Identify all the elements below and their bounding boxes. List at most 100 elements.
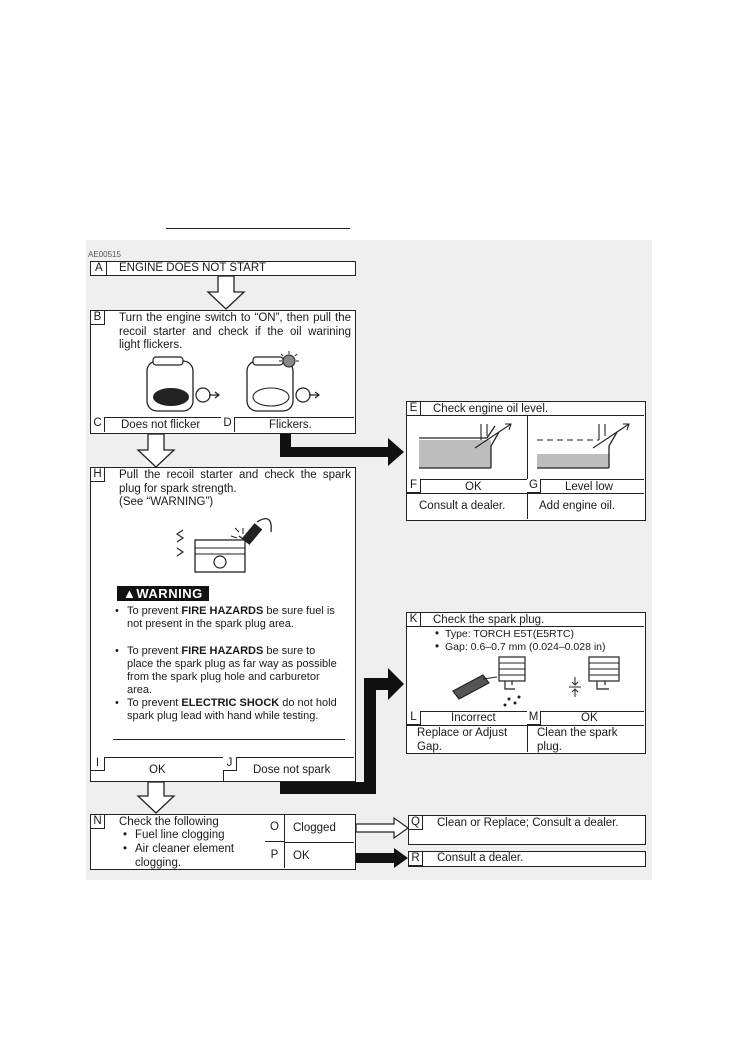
box-m-letter: M: [527, 711, 541, 725]
warning-badge: ▲WARNING: [117, 586, 209, 601]
box-o-letter: O: [265, 815, 285, 842]
divider: [407, 479, 644, 480]
box-e-text: Check engine oil level.: [433, 403, 549, 415]
warning-1-post: be sure fuel is not present in the spark…: [127, 605, 335, 630]
warning-3-pre: To prevent: [127, 697, 182, 709]
box-k-item-type: Type: TORCH E5T(E5RTC): [445, 628, 574, 640]
box-r-consult-dealer: R Consult a dealer.: [408, 851, 646, 867]
box-h-see-warning: (See “WARNING”): [119, 496, 214, 508]
divider: [407, 711, 644, 712]
box-d-letter: D: [221, 417, 235, 432]
box-n-item-fuel: Fuel line clogging: [135, 829, 225, 841]
box-h-letter: H: [91, 468, 105, 482]
box-i-letter: I: [91, 757, 105, 771]
box-f-ok: OK: [465, 481, 482, 493]
box-g-letter: G: [527, 479, 541, 493]
bullet-icon: •: [115, 605, 119, 617]
spark-plug-test-illustration: [176, 518, 272, 573]
warning-3-bold: ELECTRIC SHOCK: [181, 697, 280, 709]
warning-3-post: do not hold spark plug lead with hand wh…: [127, 697, 337, 722]
bullet-icon: •: [115, 697, 119, 709]
box-r-text: Consult a dealer.: [437, 852, 524, 864]
bullet-icon: •: [435, 628, 440, 640]
bullet-icon: •: [123, 843, 128, 855]
divider: [113, 739, 345, 740]
box-b-text: Turn the engine switch to “ON”, then pul…: [119, 312, 351, 351]
warning-item-3: • To prevent ELECTRIC SHOCK do not hold …: [115, 697, 342, 723]
box-g-action: Add engine oil.: [539, 500, 616, 512]
bullet-icon: •: [435, 641, 440, 653]
warning-2-post: be sure to place the spark plug as far w…: [127, 645, 337, 696]
divider: [106, 262, 107, 275]
figure-code: AE00515: [88, 250, 121, 259]
hollow-arrow-a-b: [206, 275, 246, 310]
divider: [407, 493, 644, 494]
box-a-text: ENGINE DOES NOT START: [119, 262, 266, 274]
box-q-clean-replace: Q Clean or Replace; Consult a dealer.: [408, 815, 646, 845]
engine-flickers-illustration: [246, 351, 320, 412]
box-n-check-following: N Check the following • Fuel line cloggi…: [90, 814, 356, 870]
box-n-text: Check the following: [119, 816, 219, 828]
box-b-letter: B: [91, 311, 105, 325]
warning-item-2: • To prevent FIRE HAZARDS be sure to pla…: [115, 645, 342, 697]
spark-plug-gap-illustration: [569, 656, 620, 697]
box-c-does-not-flicker: Does not flicker: [121, 419, 201, 431]
box-q-text: Clean or Replace; Consult a dealer.: [437, 817, 619, 829]
box-m-ok: OK: [581, 712, 598, 724]
oil-low-illustration: [537, 423, 630, 469]
box-h-text: Pull the recoil starter and check the sp…: [119, 469, 351, 495]
bullet-icon: •: [123, 829, 128, 841]
warning-2-bold: FIRE HAZARDS: [181, 645, 264, 657]
box-k-check-spark-plug: K Check the spark plug. Type: TORCH E5T(…: [406, 612, 646, 754]
box-l-incorrect: Incorrect: [451, 712, 496, 724]
box-k-text: Check the spark plug.: [433, 614, 545, 626]
warning-1-bold: FIRE HAZARDS: [181, 605, 264, 617]
divider: [265, 842, 354, 843]
divider: [527, 415, 528, 519]
box-h-spark-check: H Pull the recoil starter and check the …: [90, 467, 356, 782]
box-g-level-low: Level low: [565, 481, 613, 493]
box-d-flickers: Flickers.: [269, 419, 312, 431]
oil-ok-illustration: [419, 423, 512, 469]
black-arrow-d-e: [280, 434, 404, 466]
title-underline: [166, 228, 350, 229]
box-a-letter: A: [95, 262, 103, 274]
box-k-item-gap: Gap: 0.6–0.7 mm (0.024–0.028 in): [445, 641, 606, 653]
box-j-letter: J: [223, 757, 237, 771]
box-o-clogged: Clogged: [293, 822, 336, 834]
hollow-arrow-o-q: [355, 816, 410, 840]
box-n-item-air: Air cleaner element clogging.: [135, 843, 235, 869]
spark-plug-cleaning-illustration: [452, 656, 526, 707]
hollow-arrow-i-n: [136, 781, 176, 814]
box-i-ok: OK: [149, 764, 166, 776]
box-e-check-oil: E Check engine oil level. F OK G Level l…: [406, 401, 646, 521]
divider: [407, 415, 644, 416]
box-q-letter: Q: [409, 816, 423, 830]
box-n-letter: N: [91, 815, 105, 829]
box-m-action: Clean the spark plug.: [537, 727, 618, 753]
box-e-letter: E: [407, 402, 421, 416]
box-r-letter: R: [409, 852, 423, 866]
engine-no-flicker-illustration: [146, 356, 220, 412]
divider: [527, 711, 528, 752]
warning-2-pre: To prevent: [127, 645, 182, 657]
warning-item-1: • To prevent FIRE HAZARDS be sure fuel i…: [115, 605, 342, 631]
divider: [407, 725, 644, 726]
black-arrow-j-k: [280, 668, 404, 794]
divider: [91, 757, 354, 758]
box-f-action: Consult a dealer.: [419, 500, 506, 512]
box-f-letter: F: [407, 479, 421, 493]
box-k-letter: K: [407, 613, 421, 627]
box-c-letter: C: [91, 417, 105, 432]
hollow-arrow-c-h: [136, 433, 176, 468]
divider: [407, 626, 644, 627]
box-b-turn-switch: B Turn the engine switch to “ON”, then p…: [90, 310, 356, 434]
box-p-letter: P: [265, 842, 285, 868]
warning-1-pre: To prevent: [127, 605, 182, 617]
box-a-engine-does-not-start: A ENGINE DOES NOT START: [90, 261, 356, 276]
box-p-ok: OK: [293, 850, 310, 862]
box-l-letter: L: [407, 711, 421, 725]
box-j-dose-not-spark: Dose not spark: [253, 764, 331, 776]
box-l-action: Replace or Adjust Gap.: [417, 727, 508, 753]
